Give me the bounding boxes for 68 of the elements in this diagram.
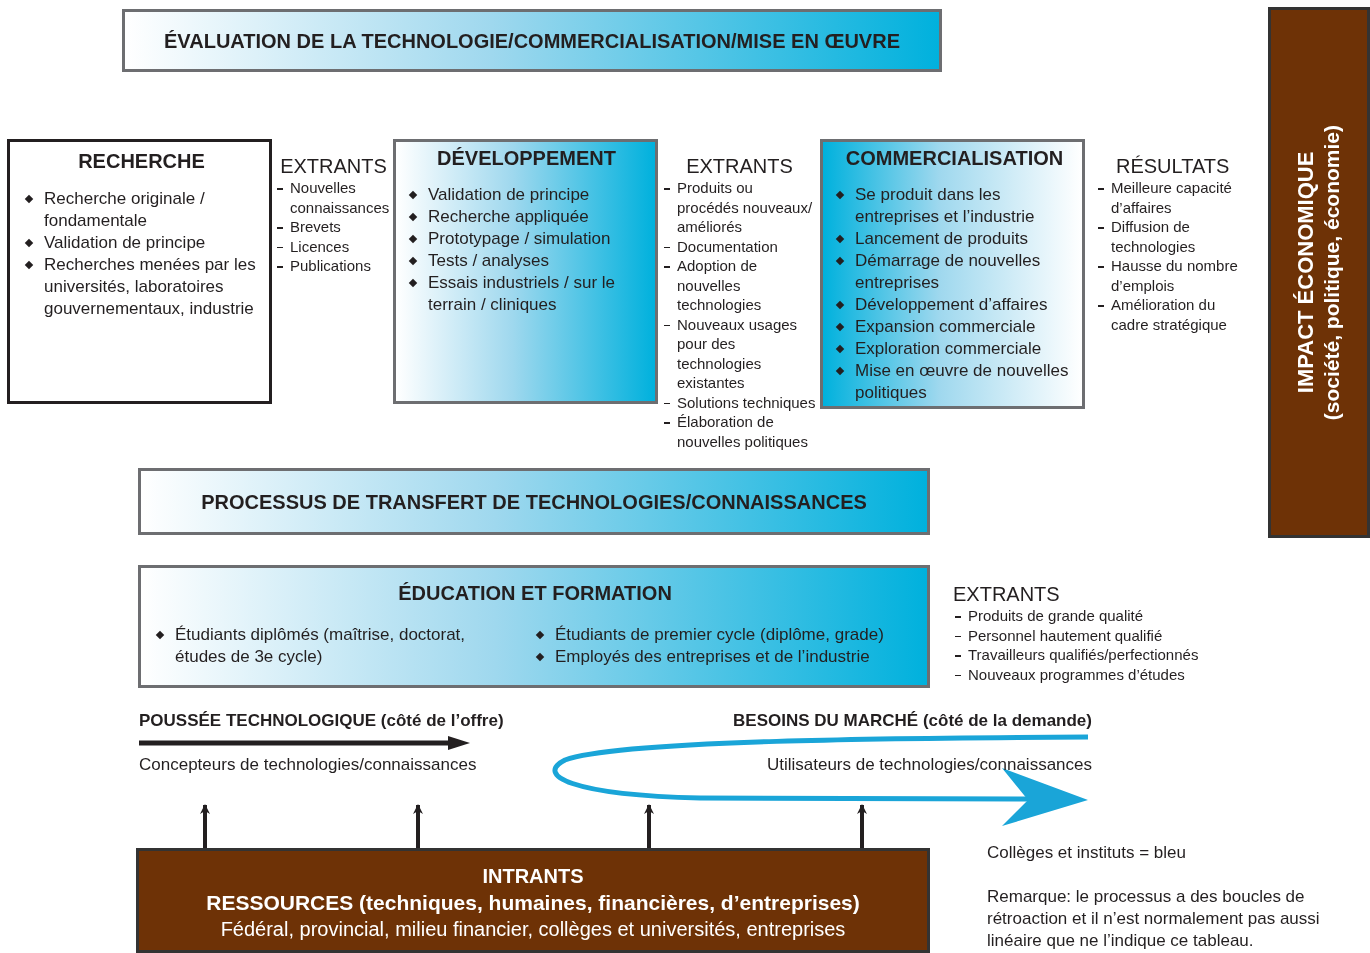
box-text: Fédéral, provincial, milieu financier, collèges et universités, entreprises — [219, 917, 847, 942]
list-item: Nouvelles connaissances — [290, 178, 391, 217]
impact-title: IMPACT ÉCONOMIQUE — [1293, 150, 1319, 396]
list-item: Hausse du nombre d’emplois — [1111, 256, 1239, 295]
list-item: Exploration commerciale — [855, 338, 1042, 360]
list-item: Brevets — [290, 217, 341, 237]
list-item: Recherche originale / fondamentale — [44, 188, 206, 232]
list-item: Validation de principe — [44, 232, 206, 254]
impact-subtitle: (société, politique, économie) — [1319, 124, 1344, 421]
column-heading: EXTRANTS — [279, 154, 388, 178]
axis-caption: Utilisateurs de technologies/connaissances — [765, 754, 1092, 776]
stage-box — [7, 139, 272, 404]
box-heading: INTRANTS — [481, 864, 585, 889]
banner-title: ÉVALUATION DE LA TECHNOLOGIE/COMMERCIALISATION/MISE EN ŒUVRE — [164, 28, 900, 54]
axis-heading: BESOINS DU MARCHÉ (côté de la demande) — [732, 710, 1092, 732]
list-item: Étudiants diplômés (maîtrise, doctorat, études de 3e cycle) — [175, 624, 467, 668]
list-item: Recherche appliquée — [428, 206, 589, 228]
list-item: Tests / analyses — [428, 250, 549, 272]
remark-note: Remarque: le processus a des boucles de rétroaction et il n’est normalement pas aussi linéaire que ne l’indique ce tableau. — [987, 886, 1321, 952]
impact-bar — [1268, 7, 1370, 538]
list-item: Nouveaux usages pour des technologies existantes — [677, 314, 799, 393]
list-item: Documentation — [677, 236, 778, 256]
stage-box — [820, 139, 1085, 409]
banner-title: PROCESSUS DE TRANSFERT DE TECHNOLOGIES/CONNAISSANCES — [201, 489, 867, 515]
list-item: Mise en œuvre de nouvelles politiques — [855, 360, 1070, 404]
list-item: Meilleure capacité d’affaires — [1111, 178, 1233, 217]
list-item: Se produit dans les entreprises et l’industrie — [855, 184, 1036, 228]
arrow — [413, 804, 423, 848]
list-item: Nouveaux programmes d’études — [968, 664, 1185, 684]
list-item: Adoption de nouvelles technologies — [677, 256, 763, 315]
arrow — [644, 804, 654, 848]
list-item: Validation de principe — [428, 184, 590, 206]
list-item: Essais industriels / sur le terrain / cliniques — [428, 272, 617, 316]
list-item: Démarrage de nouvelles entreprises — [855, 250, 1042, 294]
box-heading: RECHERCHE — [77, 149, 206, 174]
column-heading: RÉSULTATS — [1115, 154, 1231, 178]
education-box — [138, 565, 930, 688]
axis-heading: POUSSÉE TECHNOLOGIQUE (côté de l’offre) — [139, 710, 505, 732]
box-subheading: RESSOURCES (techniques, humaines, financières, d’entreprises) — [205, 890, 861, 916]
legend-note: Collèges et instituts = bleu — [987, 842, 1187, 864]
list-item: Lancement de produits — [855, 228, 1028, 250]
list-item: Publications — [290, 256, 371, 276]
banner-box — [138, 468, 930, 535]
list-item: Personnel hautement qualifié — [968, 625, 1163, 645]
arrow — [200, 804, 210, 848]
column-heading: EXTRANTS — [953, 582, 1061, 606]
list-item: Employés des entreprises et de l’industrie — [555, 646, 870, 668]
arrow — [857, 804, 867, 848]
list-item: Licences — [290, 236, 350, 256]
list-item: Développement d’affaires — [855, 294, 1048, 316]
stage-box — [393, 139, 658, 404]
list-item: Étudiants de premier cycle (diplôme, grade) — [555, 624, 884, 646]
banner-box — [122, 9, 942, 72]
list-item: Prototypage / simulation — [428, 228, 611, 250]
list-item: Travailleurs qualifiés/perfectionnés — [968, 645, 1199, 665]
list-item: Élaboration de nouvelles politiques — [677, 412, 809, 451]
list-item: Produits ou procédés nouveaux/ améliorés — [677, 178, 814, 237]
box-heading: ÉDUCATION ET FORMATION — [397, 581, 673, 606]
list-item: Recherches menées par les universités, laboratoires gouvernementaux, industrie — [44, 254, 257, 320]
list-item: Produits de grande qualité — [968, 606, 1144, 626]
list-item: Diffusion de technologies — [1111, 217, 1197, 256]
list-item: Solutions techniques — [677, 392, 816, 412]
column-heading: EXTRANTS — [685, 154, 794, 178]
list-item: Amélioration du cadre stratégique — [1111, 295, 1228, 334]
axis-caption: Concepteurs de technologies/connaissances — [139, 754, 478, 776]
list-item: Expansion commerciale — [855, 316, 1036, 338]
inputs-box — [136, 848, 930, 953]
box-heading: DÉVELOPPEMENT — [436, 146, 617, 171]
